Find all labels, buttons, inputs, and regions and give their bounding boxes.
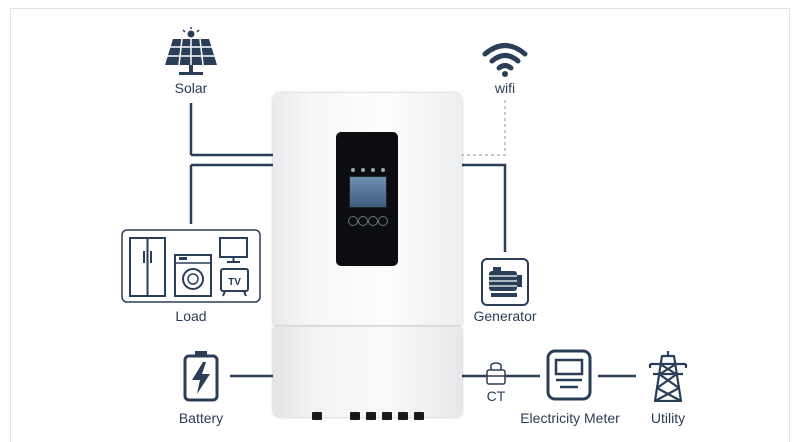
wifi-icon xyxy=(482,43,528,77)
utility-label: Utility xyxy=(650,410,686,426)
cable-port-icon xyxy=(312,412,322,420)
cable-port-icon xyxy=(350,412,360,420)
panel-button-icon xyxy=(358,216,368,226)
cable-port-icon xyxy=(398,412,408,420)
status-led-icon xyxy=(361,168,365,172)
generator-icon xyxy=(481,258,529,306)
power-tower-icon xyxy=(648,351,688,402)
lcd-screen xyxy=(349,176,387,208)
home-appliances-icon: TV xyxy=(121,229,261,303)
battery-icon xyxy=(183,351,219,402)
tv-text: TV xyxy=(228,277,241,288)
status-led-icon xyxy=(381,168,385,172)
solar-label: Solar xyxy=(174,80,208,96)
status-led-icon xyxy=(371,168,375,172)
inverter-wiring-cover xyxy=(273,327,462,417)
inverter-control-panel xyxy=(336,132,398,266)
battery-label: Battery xyxy=(178,410,224,426)
generator-line xyxy=(462,163,507,252)
solar-panel-icon xyxy=(165,27,217,75)
load-label: Load xyxy=(175,308,207,324)
diagram-frame xyxy=(10,8,790,442)
panel-button-icon xyxy=(348,216,358,226)
generator-label: Generator xyxy=(473,308,537,324)
panel-button-icon xyxy=(368,216,378,226)
meter-label: Electricity Meter xyxy=(520,410,620,426)
ct-clamp-icon xyxy=(486,362,506,385)
ct-label: CT xyxy=(486,388,506,404)
panel-button-icon xyxy=(378,216,388,226)
status-led-icon xyxy=(351,168,355,172)
wifi-line xyxy=(462,100,506,156)
electricity-meter-icon xyxy=(546,349,592,401)
cable-port-icon xyxy=(414,412,424,420)
wifi-label: wifi xyxy=(494,80,516,96)
cable-port-icon xyxy=(382,412,392,420)
cable-port-icon xyxy=(366,412,376,420)
